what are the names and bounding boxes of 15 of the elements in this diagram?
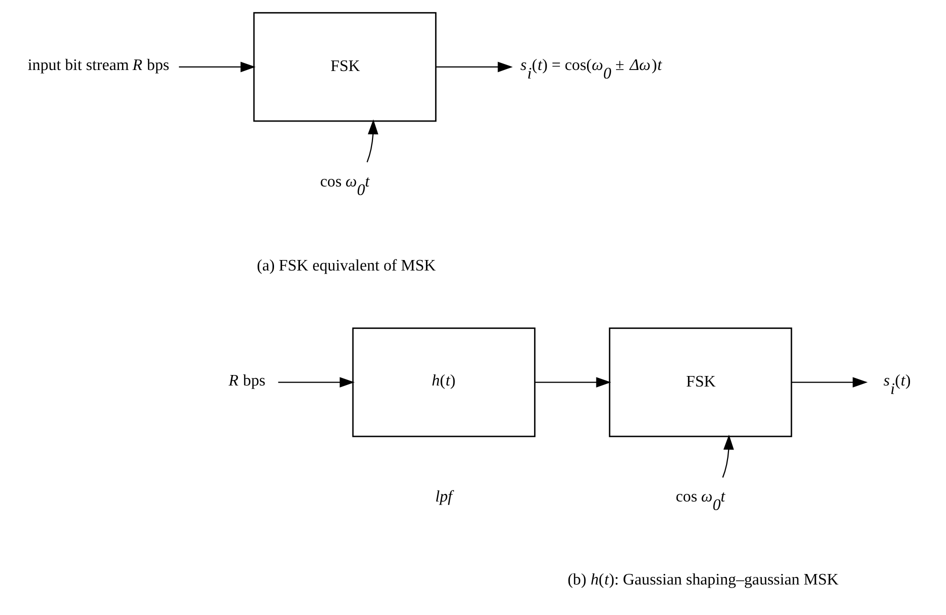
node-box: FSK (608, 328, 792, 438)
node-box: FSK (252, 12, 436, 122)
arrow (534, 377, 611, 388)
label: (a) FSK equivalent of MSK (256, 257, 436, 274)
arrow (436, 62, 512, 72)
arrow (178, 62, 256, 72)
node-text: input bit stream R bps (27, 57, 169, 74)
node-text: R bps (228, 372, 265, 390)
arrow (278, 377, 354, 388)
arrow (722, 434, 734, 478)
label: (b) h(t): Gaussian shaping–gaussian MSK (567, 572, 838, 589)
arrow (366, 119, 378, 162)
arrow (791, 377, 868, 388)
node-label: lpf (434, 488, 452, 506)
node-box: h(t) (352, 328, 535, 438)
